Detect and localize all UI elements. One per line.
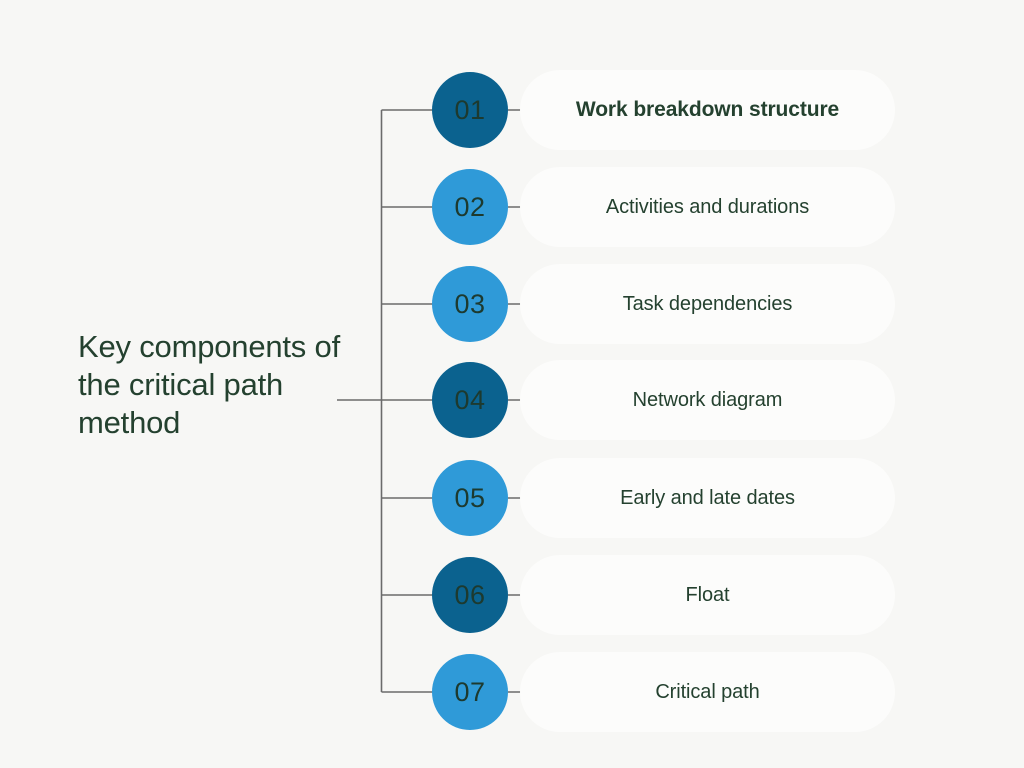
list-item[interactable]: 03 Task dependencies	[432, 264, 895, 344]
step-number-badge: 06	[432, 557, 508, 633]
step-label: Float	[685, 584, 730, 606]
list-item[interactable]: 04 Network diagram	[432, 360, 895, 440]
list-item[interactable]: 06 Float	[432, 555, 895, 635]
step-number: 02	[454, 191, 486, 222]
list-item[interactable]: 05 Early and late dates	[432, 458, 895, 538]
step-label: Task dependencies	[622, 293, 793, 315]
step-label-pill[interactable]: Early and late dates	[520, 458, 895, 538]
step-label-pill[interactable]: Critical path	[520, 652, 895, 732]
step-number: 01	[454, 94, 486, 125]
step-label-pill[interactable]: Float	[520, 555, 895, 635]
step-number: 06	[454, 579, 486, 610]
step-label: Work breakdown structure	[575, 98, 840, 121]
step-number: 07	[454, 676, 486, 707]
step-number-badge: 01	[432, 72, 508, 148]
step-number: 05	[454, 482, 486, 513]
list-item[interactable]: 01 Work breakdown structure	[432, 70, 895, 150]
step-number: 03	[454, 288, 486, 319]
step-label: Activities and durations	[605, 196, 810, 218]
list-item[interactable]: 02 Activities and durations	[432, 167, 895, 247]
step-number-badge: 07	[432, 654, 508, 730]
step-label: Early and late dates	[620, 487, 795, 509]
step-number: 04	[454, 384, 486, 415]
page-title: Key components of the critical path meth…	[78, 329, 340, 440]
step-label: Critical path	[655, 681, 760, 703]
step-number-badge: 02	[432, 169, 508, 245]
step-label-pill[interactable]: Task dependencies	[520, 264, 895, 344]
step-label: Network diagram	[632, 389, 783, 411]
step-number-badge: 03	[432, 266, 508, 342]
step-number-badge: 04	[432, 362, 508, 438]
step-label-pill[interactable]: Work breakdown structure	[520, 70, 895, 150]
step-number-badge: 05	[432, 460, 508, 536]
step-label-pill[interactable]: Activities and durations	[520, 167, 895, 247]
step-label-pill[interactable]: Network diagram	[520, 360, 895, 440]
list-item[interactable]: 07 Critical path	[432, 652, 895, 732]
